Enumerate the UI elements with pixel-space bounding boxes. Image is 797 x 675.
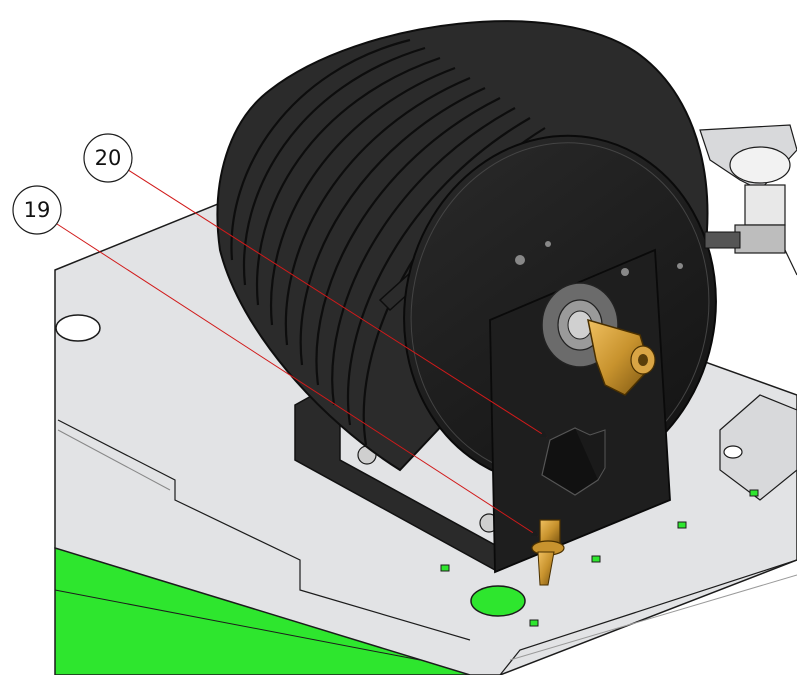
side-valve-fitting [699,124,797,276]
callout-number-19: 19 [24,198,51,222]
leader-line-20 [124,167,548,438]
item-19-brass-barb [531,519,565,586]
callout-balloon-19: 19 [12,185,62,235]
item-20-latch [541,427,606,496]
brass-swivel-elbow [587,318,656,396]
callout-number-20: 20 [95,146,122,170]
leader-line-19 [56,223,539,537]
callout-balloon-20: 20 [83,133,133,183]
hub-swivel [541,282,619,368]
leader-lines [56,167,548,537]
